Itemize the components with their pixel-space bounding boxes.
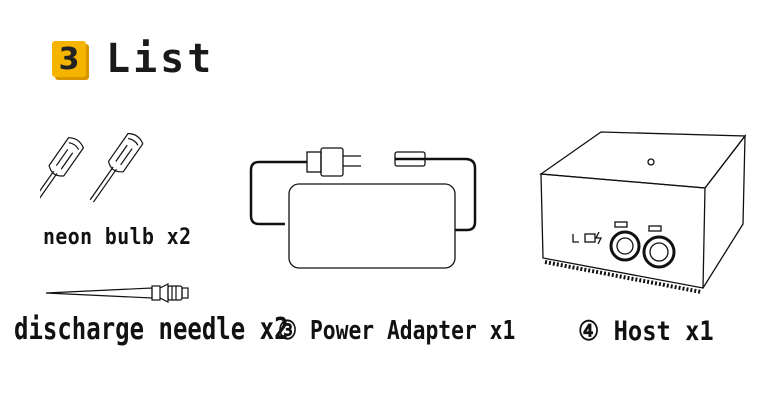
section-header: 3 List	[52, 36, 214, 82]
neon-bulb-icon	[40, 132, 144, 208]
host-device-icon	[539, 131, 747, 294]
power-adapter-icon	[249, 147, 477, 269]
discharge-needle-label: discharge needle x2	[14, 312, 289, 347]
neon-bulb-label: neon bulb x2	[43, 225, 192, 250]
discharge-needle-icon	[45, 283, 189, 303]
section-title: List	[106, 36, 215, 82]
power-adapter-label: ③ Power Adapter x1	[278, 316, 516, 346]
section-number-badge: 3	[52, 41, 86, 77]
host-label: ④ Host x1	[578, 316, 714, 347]
